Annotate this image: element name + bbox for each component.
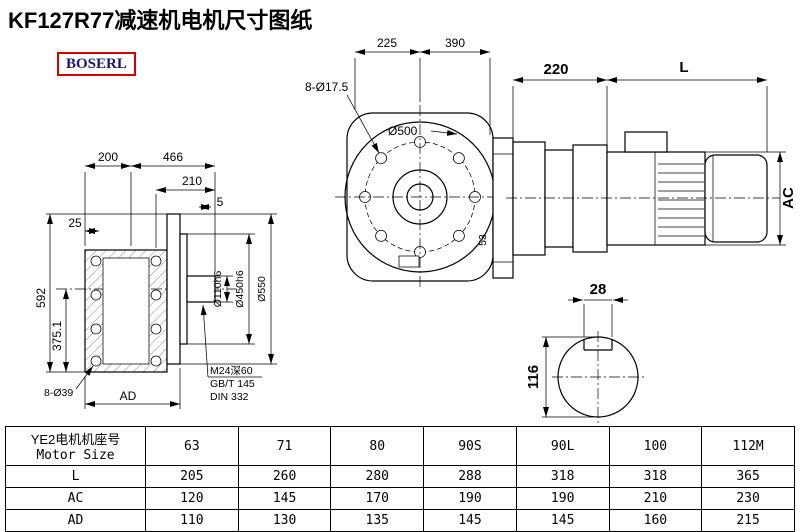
cell-AC-90l: 190 xyxy=(515,487,610,510)
motor-size-label-cn: YE2电机机座号 xyxy=(30,432,121,447)
front-view-dimensions: 225 390 8-Ø17.5 Ø500 53 xyxy=(305,36,491,246)
dim-bolt-holes: 8-Ø17.5 xyxy=(305,80,349,94)
dim-390: 390 xyxy=(445,36,465,50)
cell-L-100: 318 xyxy=(608,465,703,488)
front-view-geometry xyxy=(335,105,514,290)
dim-200: 200 xyxy=(98,150,118,164)
dim-flange-dia: Ø550 xyxy=(256,276,268,302)
cell-L-90l: 318 xyxy=(515,465,610,488)
table-row-L: L 205 260 280 288 318 318 365 xyxy=(5,465,795,488)
cell-AC-90s: 190 xyxy=(423,487,517,510)
table-row-AD: AD 110 130 135 145 145 160 215 xyxy=(5,509,795,532)
dim-210: 210 xyxy=(182,174,202,188)
dim-mount-holes: 8-Ø39 xyxy=(44,387,73,399)
dim-L: L xyxy=(679,59,688,76)
table-header-row: YE2电机机座号 Motor Size 63 71 80 90S 90L 100… xyxy=(5,426,795,466)
dim-5: 5 xyxy=(217,195,224,209)
page-title: KF127R77减速机电机尺寸图纸 xyxy=(8,8,313,33)
brand-logo: BOSERL xyxy=(57,52,136,76)
frame-size-80: 80 xyxy=(330,426,425,466)
row-label-AD: AD xyxy=(5,509,146,532)
cell-AD-90s: 145 xyxy=(423,509,517,532)
cell-AD-80: 135 xyxy=(330,509,425,532)
cell-L-63: 205 xyxy=(145,465,239,488)
shaft-section-geometry xyxy=(552,331,644,423)
row-label-AC: AC xyxy=(5,487,146,510)
frame-size-112m: 112M xyxy=(701,426,795,466)
side-view-dimensions: 200 466 210 5 25 592 375.1 8-Ø39 AD Ø110… xyxy=(34,150,277,409)
cell-AD-63: 110 xyxy=(145,509,239,532)
frame-size-63: 63 xyxy=(145,426,239,466)
note-tap-hole: M24深60 xyxy=(210,365,253,377)
dim-500: Ø500 xyxy=(388,124,418,138)
cell-AC-63: 120 xyxy=(145,487,239,510)
cell-L-112m: 365 xyxy=(701,465,795,488)
dim-shaft-dia: Ø110h6 xyxy=(212,271,224,308)
cell-AC-71: 145 xyxy=(237,487,332,510)
cell-AD-71: 130 xyxy=(237,509,332,532)
motor-dimension-table: YE2电机机座号 Motor Size 63 71 80 90S 90L 100… xyxy=(5,426,795,532)
frame-size-90l: 90L xyxy=(515,426,610,466)
dim-375-1: 375.1 xyxy=(50,321,64,351)
cell-L-90s: 288 xyxy=(423,465,517,488)
dim-220: 220 xyxy=(543,61,568,78)
dim-592: 592 xyxy=(34,288,48,308)
dim-25: 25 xyxy=(68,216,82,230)
dim-116: 116 xyxy=(525,365,542,389)
cell-AD-100: 160 xyxy=(608,509,703,532)
table-row-AC: AC 120 145 170 190 190 210 230 xyxy=(5,487,795,510)
cell-L-71: 260 xyxy=(237,465,332,488)
dim-466: 466 xyxy=(163,150,183,164)
frame-size-100: 100 xyxy=(608,426,703,466)
motor-size-header-cell: YE2电机机座号 Motor Size xyxy=(5,426,146,466)
dim-225: 225 xyxy=(377,36,397,50)
dim-53: 53 xyxy=(477,234,489,246)
technical-drawing: 200 466 210 5 25 592 375.1 8-Ø39 AD Ø110… xyxy=(34,36,797,423)
row-label-L: L xyxy=(5,465,146,488)
cell-AD-90l: 145 xyxy=(515,509,610,532)
shaft-section-dimensions: 28 116 xyxy=(525,281,628,418)
cell-L-80: 280 xyxy=(330,465,425,488)
frame-size-71: 71 xyxy=(237,426,332,466)
note-gbt-standard: GB/T 145 xyxy=(210,378,255,390)
motor-size-label-en: Motor Size xyxy=(36,448,115,463)
motor-view-dimensions: 220 L AC xyxy=(512,59,797,246)
note-din-standard: DIN 332 xyxy=(210,391,249,403)
motor-view-geometry xyxy=(506,131,780,256)
dim-28: 28 xyxy=(590,281,607,298)
frame-size-90s: 90S xyxy=(423,426,517,466)
side-view-geometry xyxy=(56,213,236,373)
cell-AD-112m: 215 xyxy=(701,509,795,532)
dim-AD: AD xyxy=(120,389,137,403)
cell-AC-112m: 230 xyxy=(701,487,795,510)
dim-AC: AC xyxy=(780,187,797,209)
dim-spigot-dia: Ø450h6 xyxy=(234,270,246,308)
cell-AC-80: 170 xyxy=(330,487,425,510)
cell-AC-100: 210 xyxy=(608,487,703,510)
